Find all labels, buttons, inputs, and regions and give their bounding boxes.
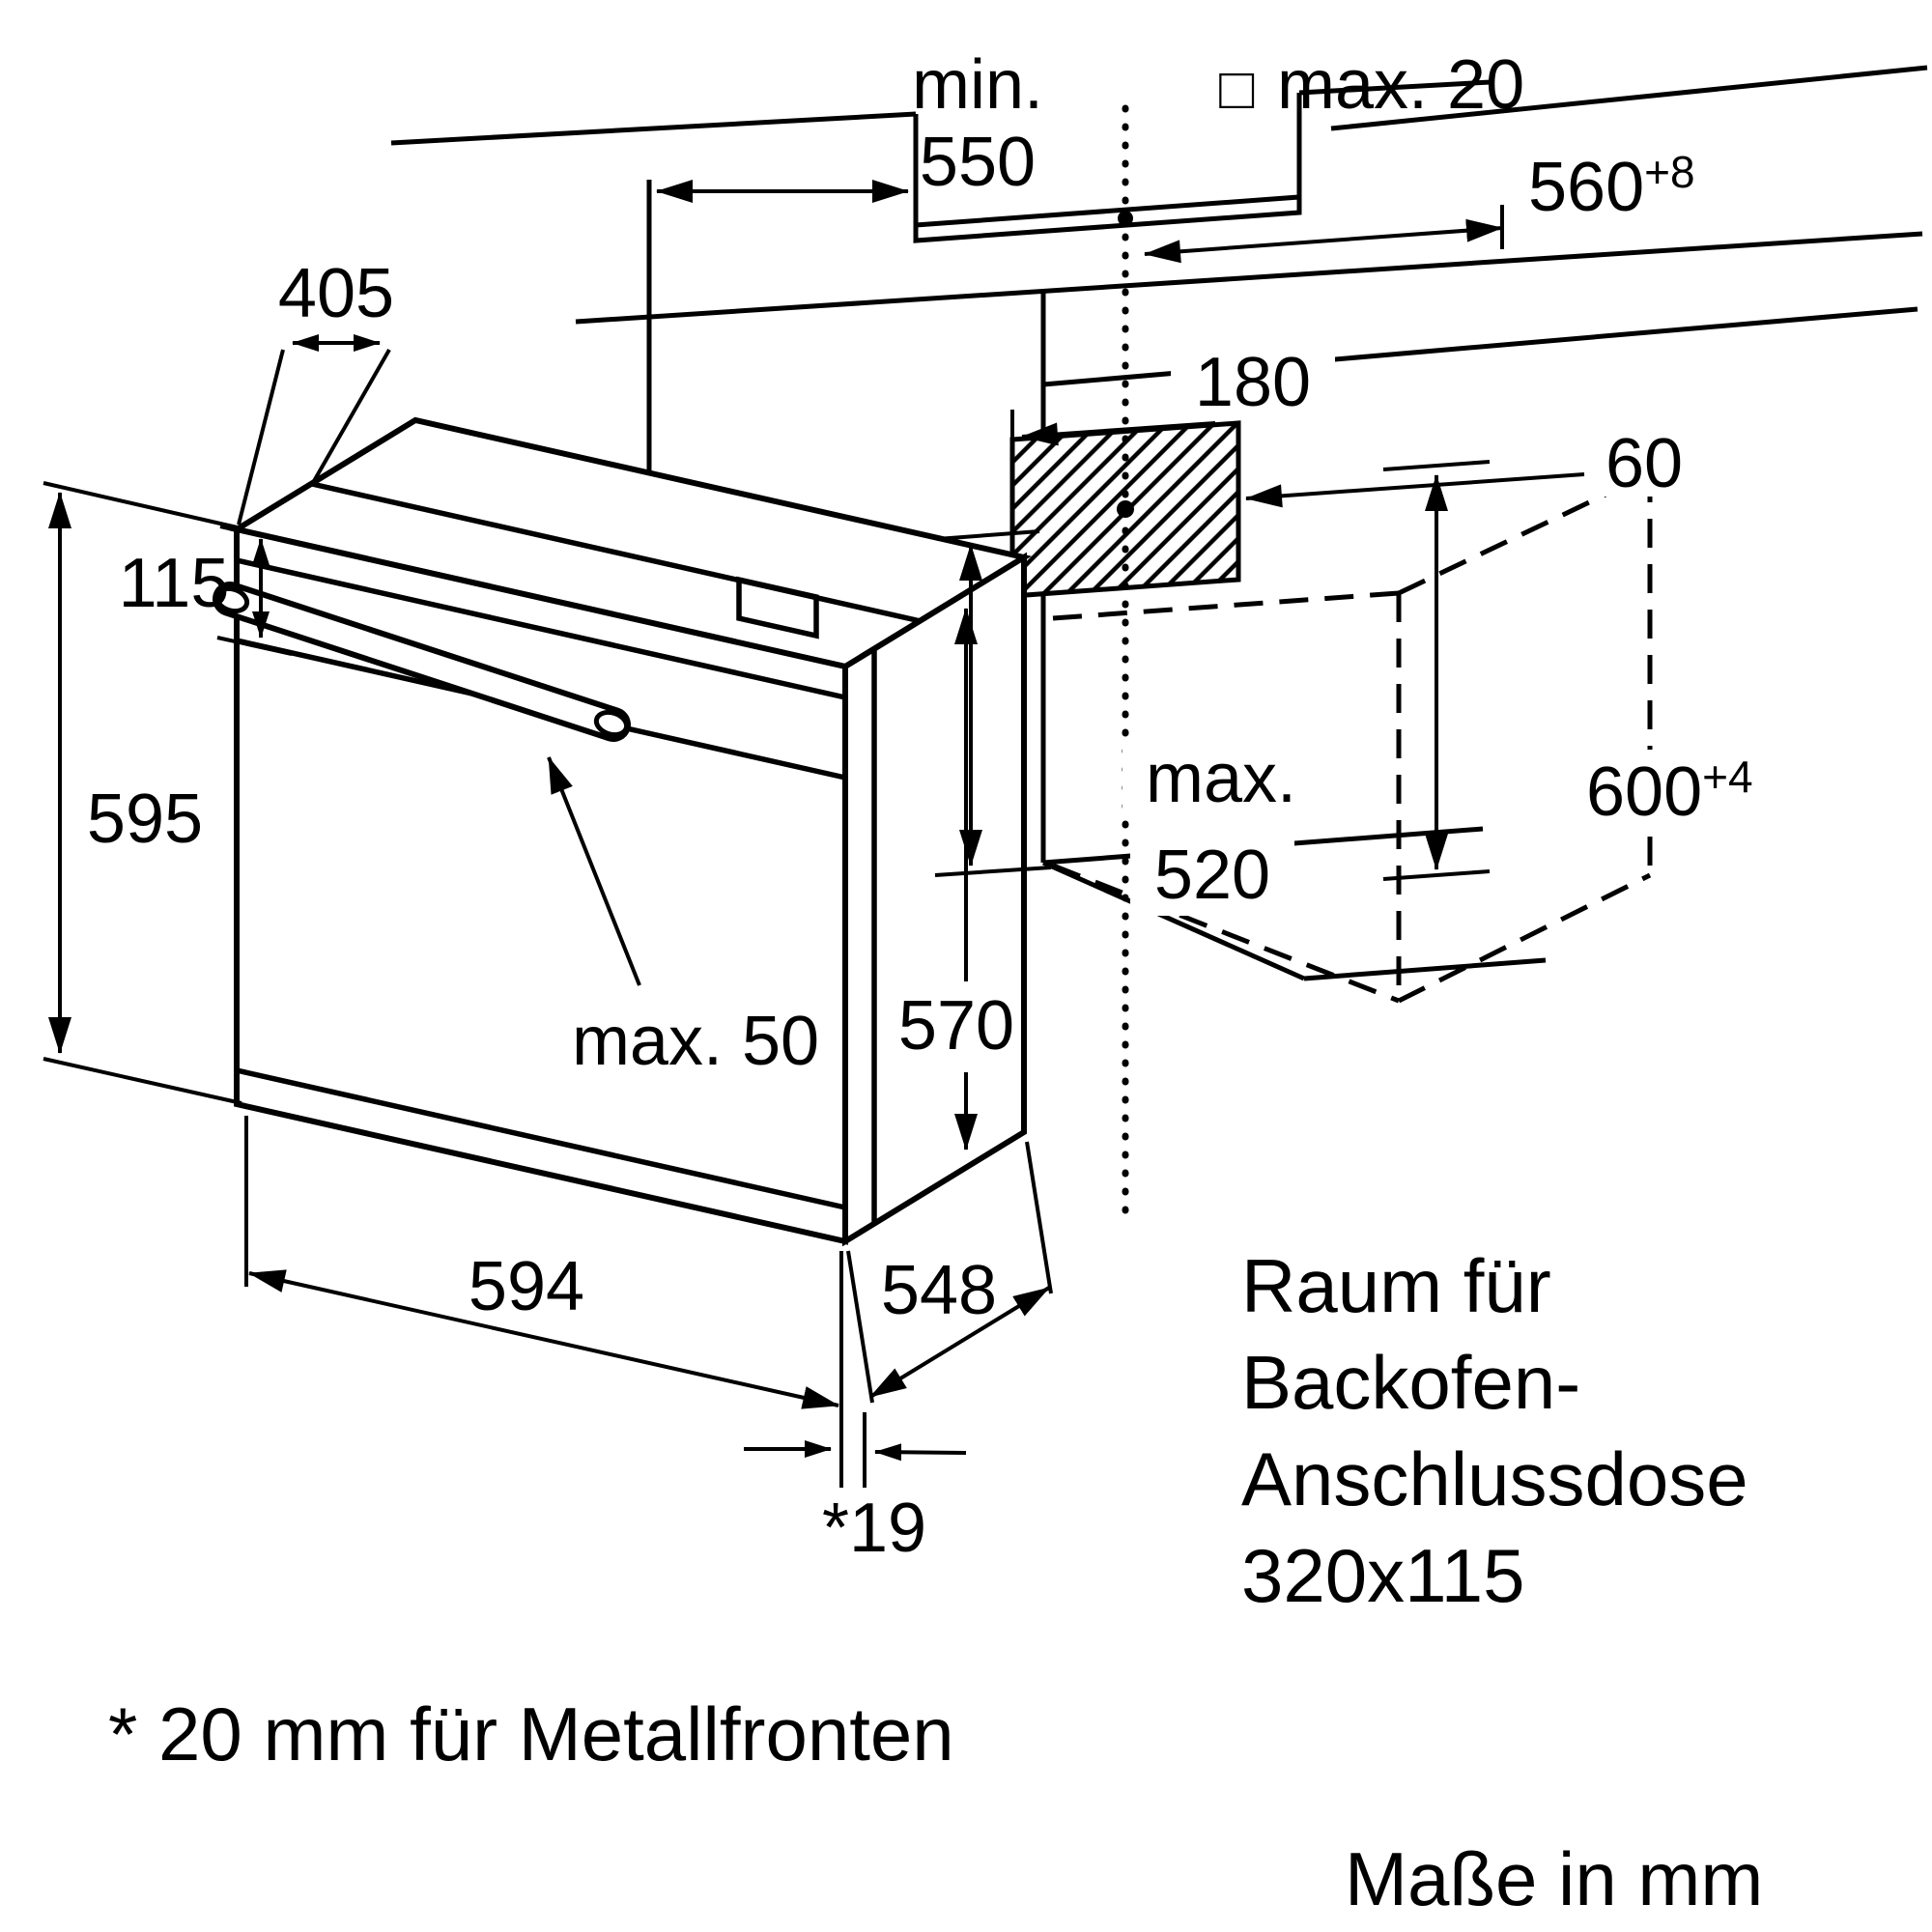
- note-line-2: Backofen-: [1241, 1340, 1580, 1425]
- ext-line: [1025, 1141, 1053, 1294]
- label-backdrop: [1171, 340, 1335, 415]
- dim-line: [868, 1286, 1051, 1399]
- label-115: 115: [119, 545, 230, 622]
- dim-594: 594: [244, 1116, 843, 1488]
- ventilation-cutout-slot: [913, 194, 1302, 243]
- dim-600: 600+4: [1382, 460, 1837, 881]
- oven-handle: [213, 582, 631, 742]
- vent-detail-box: [736, 576, 819, 639]
- hidden-edge: [1052, 863, 1400, 1004]
- label-405: 405: [278, 255, 394, 332]
- worktop-back-edge-right: [1298, 79, 1492, 96]
- dim-max-520: max. 520: [934, 529, 1320, 916]
- shelf-front-edge: [1041, 860, 1306, 981]
- dim-60: 60: [1245, 425, 1692, 508]
- label-520: 520: [1154, 837, 1270, 914]
- note-line-3: Anschlussdose: [1241, 1436, 1748, 1521]
- label-560-8: 560+8: [1528, 147, 1695, 226]
- label-max: max.: [1146, 740, 1296, 817]
- square-symbol-icon: □: [1219, 56, 1254, 121]
- label-600-4: 600+4: [1586, 752, 1753, 831]
- oven-front-face: [234, 526, 848, 1245]
- dim-180: 180: [1010, 340, 1335, 446]
- dim-405: 405: [237, 255, 394, 526]
- hidden-edge: [1397, 872, 1652, 1004]
- handle-right-cap: [593, 709, 630, 738]
- dim-min-550: min. 550: [656, 46, 1043, 203]
- ext-line: [312, 349, 391, 482]
- label-595: 595: [87, 781, 203, 858]
- label-560-tolerance: +8: [1644, 147, 1694, 197]
- note-footnote: * 20 mm für Metallfronten: [108, 1691, 954, 1776]
- ext-line: [43, 1057, 242, 1105]
- notes: Raum für Backofen- Anschlussdose 320x115…: [108, 1243, 1763, 1921]
- worktop-back-edge-left: [390, 111, 917, 146]
- ext-line: [846, 1250, 874, 1404]
- ext-line: [1382, 869, 1491, 881]
- note-line-1: Raum für: [1241, 1243, 1551, 1328]
- ext-line: [934, 866, 1052, 877]
- dim-line: [1144, 218, 1503, 264]
- ext-line: [237, 349, 285, 526]
- handle-fill: [218, 587, 625, 736]
- dim-max-20: □ max. 20: [1219, 46, 1524, 124]
- label-backdrop: [1122, 738, 1320, 819]
- label-min: min.: [912, 46, 1043, 124]
- note-line-4: 320x115: [1241, 1533, 1525, 1618]
- control-panel-top-line: [236, 557, 846, 700]
- ext-line: [936, 529, 1040, 541]
- dim-line: [1245, 472, 1585, 508]
- label-548: 548: [881, 1252, 997, 1329]
- handle-left-cap: [213, 585, 250, 614]
- ext-line: [1382, 460, 1491, 471]
- label-600: 600: [1586, 753, 1702, 831]
- worktop-front-edge: [575, 231, 1923, 325]
- dim-115: 115: [119, 525, 302, 656]
- dim-548: 548: [846, 1141, 1053, 1404]
- label-60: 60: [1605, 425, 1683, 502]
- hidden-edge: [1052, 590, 1400, 621]
- dim-560: 560+8: [1144, 147, 1695, 264]
- door-bottom-line: [236, 1067, 846, 1210]
- oven: [213, 416, 1032, 1247]
- label-backdrop: [1130, 837, 1294, 916]
- dimensions: min. 550 □ max. 20 560+8 405 115: [43, 46, 1837, 1567]
- dim-line: [248, 1269, 839, 1409]
- label-backdrop: [1575, 750, 1837, 835]
- label-max-50: max. 50: [572, 1003, 819, 1080]
- dim-19: *19: [744, 1412, 967, 1567]
- label-560: 560: [1528, 149, 1644, 226]
- note-connection-box: Raum für Backofen- Anschlussdose 320x115: [1241, 1243, 1748, 1618]
- label-550: 550: [920, 124, 1036, 201]
- dim-570: 570: [898, 608, 1014, 1151]
- ext-line: [216, 636, 293, 656]
- shelf-lower-edge: [1303, 957, 1547, 981]
- label-570: 570: [898, 987, 1014, 1065]
- dim-max-50: max. 50: [547, 756, 819, 1080]
- label-180: 180: [1195, 344, 1311, 421]
- label-19: *19: [822, 1490, 926, 1567]
- label-600-tolerance: +4: [1702, 752, 1752, 802]
- oven-top-step-line: [311, 481, 922, 624]
- dim-595: 595: [43, 481, 242, 1105]
- arrow-line: [874, 1443, 967, 1462]
- label-max-20: max. 20: [1277, 46, 1524, 124]
- label-backdrop: [1596, 427, 1692, 497]
- ext-line: [43, 481, 242, 530]
- dim-line: [1021, 421, 1216, 446]
- leader-arrow: [547, 756, 641, 986]
- label-594: 594: [469, 1248, 584, 1325]
- ext-line: [219, 525, 302, 547]
- wall-line: [1330, 65, 1928, 131]
- note-units: Maße in mm: [1345, 1836, 1763, 1921]
